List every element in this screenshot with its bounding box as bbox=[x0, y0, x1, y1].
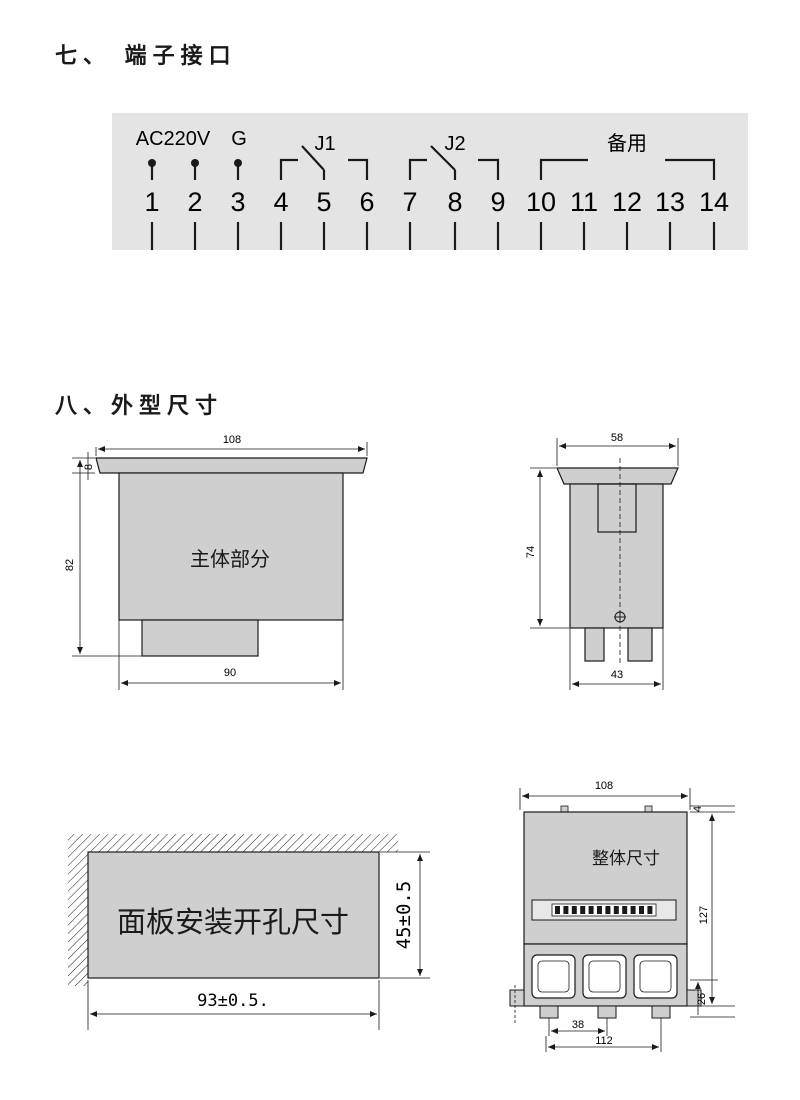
overall-window-3 bbox=[633, 954, 678, 999]
side-width-bottom-dim: 43 bbox=[611, 669, 623, 681]
terminal-number-3: 3 bbox=[230, 187, 245, 217]
connector-pin bbox=[555, 906, 560, 914]
connector-pin bbox=[588, 906, 594, 914]
connector-pin bbox=[563, 906, 569, 914]
terminal-diagram bbox=[148, 145, 716, 250]
connector-pin bbox=[605, 906, 611, 914]
front-view: 主体部分 108 8 82 90 bbox=[64, 434, 368, 690]
cutout-label: 面板安装开孔尺寸 bbox=[117, 905, 349, 939]
overall-clip-right bbox=[686, 989, 702, 1007]
terminal-number-5: 5 bbox=[316, 187, 331, 217]
connector-pins bbox=[555, 906, 653, 914]
cutout-height-dim: 45±0.5 bbox=[393, 881, 415, 950]
terminal-number-9: 9 bbox=[490, 187, 505, 217]
front-height-dim: 82 bbox=[64, 559, 76, 571]
connector-pin bbox=[597, 906, 602, 914]
terminal-number-10: 10 bbox=[526, 187, 556, 217]
section7-heading: 七、 端子接口 bbox=[55, 44, 237, 69]
terminal-number-13: 13 bbox=[655, 187, 685, 217]
label-ground: G bbox=[231, 128, 247, 150]
j1-nc-contact bbox=[279, 158, 298, 180]
overall-small-top-dim: 4 bbox=[692, 806, 704, 812]
overall-view: 整体尺寸 108 4 127 26 bbox=[509, 780, 735, 1052]
label-j1: J1 bbox=[314, 133, 335, 155]
terminal-panel bbox=[112, 113, 748, 250]
overall-height-dim: 127 bbox=[698, 906, 710, 924]
terminal-number-14: 14 bbox=[699, 187, 729, 217]
cutout-width-dim: 93±0.5. bbox=[197, 991, 269, 1011]
j2-no-contact bbox=[478, 158, 500, 180]
cutout-rect bbox=[87, 851, 380, 979]
terminal-number-7: 7 bbox=[402, 187, 417, 217]
connector-pin bbox=[647, 906, 653, 914]
connector-pin bbox=[639, 906, 644, 914]
side-pin-left bbox=[584, 627, 605, 662]
overall-window-1 bbox=[531, 954, 576, 999]
cutout-hatch-left bbox=[68, 834, 100, 986]
side-main-body bbox=[569, 483, 664, 629]
overall-clip-left bbox=[509, 989, 525, 1007]
label-ac220v: AC220V bbox=[136, 128, 211, 150]
overall-window-2 bbox=[582, 954, 627, 999]
overall-pitch-dim: 38 bbox=[572, 1019, 584, 1031]
terminal-number-4: 4 bbox=[273, 187, 288, 217]
connector-pin bbox=[622, 906, 628, 914]
side-width-top-dim: 58 bbox=[611, 432, 623, 444]
side-height-dim: 74 bbox=[525, 546, 537, 558]
section8-heading: 八、外型尺寸 bbox=[55, 394, 224, 419]
overall-label: 整体尺寸 bbox=[592, 849, 660, 869]
terminal-number-12: 12 bbox=[612, 187, 642, 217]
overall-width-bottom-dim: 112 bbox=[595, 1035, 613, 1047]
overall-height-bottom-dim: 26 bbox=[696, 993, 708, 1005]
terminal-number-11: 11 bbox=[570, 187, 598, 217]
connector-pin bbox=[580, 906, 586, 914]
side-pin-right bbox=[627, 627, 653, 662]
spare-contact-10-11 bbox=[539, 158, 588, 180]
connector-pin bbox=[613, 906, 619, 914]
terminal-number-8: 8 bbox=[447, 187, 462, 217]
cutout-hatch-top bbox=[100, 834, 398, 852]
overall-width-top-dim: 108 bbox=[595, 780, 613, 792]
terminal-number-6: 6 bbox=[359, 187, 374, 217]
j1-switch-arm bbox=[301, 145, 325, 171]
side-slot bbox=[597, 483, 637, 533]
front-width-top-dim: 108 bbox=[223, 434, 241, 446]
label-spare: 备用 bbox=[607, 131, 647, 155]
j2-switch-arm bbox=[430, 145, 456, 171]
label-j2: J2 bbox=[444, 133, 465, 155]
overall-upper-body bbox=[523, 811, 688, 945]
side-flange bbox=[556, 467, 679, 485]
front-body-label: 主体部分 bbox=[190, 547, 270, 571]
front-main-body bbox=[118, 472, 344, 621]
side-view: 58 74 43 bbox=[525, 432, 679, 690]
front-width-body-dim: 90 bbox=[224, 667, 236, 679]
j2-nc-contact bbox=[408, 158, 427, 180]
spare-contact-13-14 bbox=[665, 158, 716, 180]
j1-no-contact bbox=[348, 158, 369, 180]
connector-pin bbox=[571, 906, 577, 914]
connector-pin bbox=[630, 906, 636, 914]
front-terminal-block bbox=[141, 619, 259, 657]
terminal-number-1: 1 bbox=[144, 187, 159, 217]
terminal-number-2: 2 bbox=[187, 187, 202, 217]
front-flange-dim: 8 bbox=[83, 464, 95, 470]
front-flange bbox=[95, 457, 368, 474]
cutout-view: 面板安装开孔尺寸 45±0.5 93±0.5. bbox=[68, 834, 430, 1030]
